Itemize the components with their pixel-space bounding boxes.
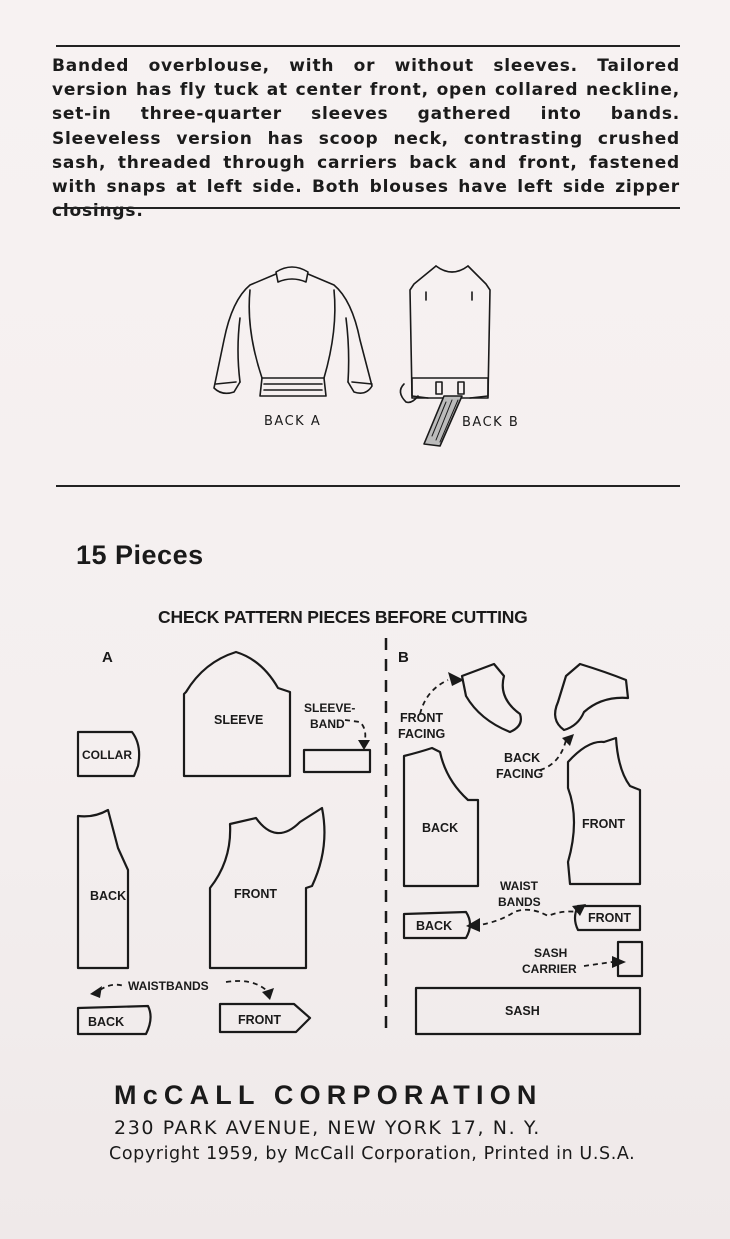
layout-b: B <box>398 649 644 1036</box>
check-instruction: CHECK PATTERN PIECES BEFORE CUTTING <box>158 607 528 627</box>
back-a-piece <box>76 808 130 970</box>
back-a-piece-label: BACK <box>90 889 126 903</box>
back-a-label: BACK A <box>264 414 321 429</box>
layout-b-label: B <box>398 649 409 666</box>
garment-description: Banded overblouse, with or without sleev… <box>52 56 680 222</box>
corporation-name: McCALL CORPORATION <box>114 1080 543 1110</box>
front-facing-label-line1: FRONT <box>400 711 443 725</box>
sleeveband-label-line2: BAND <box>310 717 345 731</box>
piece-count: 15 Pieces <box>76 540 204 570</box>
waistbands-label: WAISTBANDS <box>128 979 209 993</box>
waistband-front-a-label: FRONT <box>238 1013 281 1027</box>
back-b-label: BACK B <box>462 415 519 430</box>
back-facing-piece <box>553 662 630 732</box>
waistband-front-a-piece <box>218 1002 312 1034</box>
sleeveband-piece <box>302 748 372 774</box>
layout-a-arrowheads <box>90 740 370 1000</box>
illustration-divider <box>56 485 680 487</box>
sleeve-piece <box>182 650 292 778</box>
waistband-back-b-label: BACK <box>416 919 452 933</box>
top-divider <box>56 45 680 47</box>
back-b-piece <box>402 746 480 888</box>
layout-a-fold-arrows <box>99 719 367 991</box>
front-a-piece <box>208 806 326 970</box>
front-facing-label-line2: FACING <box>398 727 445 741</box>
back-b-blouse-drawing <box>399 265 491 404</box>
collar-piece <box>76 730 141 778</box>
corporation-address: 230 PARK AVENUE, NEW YORK 17, N. Y. <box>114 1117 541 1139</box>
sleeveband-label-line1: SLEEVE- <box>304 701 355 715</box>
sash-carrier-piece <box>616 940 644 978</box>
waistband-back-a-label: BACK <box>88 1015 124 1029</box>
back-facing-label-line1: BACK <box>504 751 540 765</box>
sash-piece <box>414 986 642 1036</box>
waistband-back-a-piece <box>76 1004 152 1036</box>
front-facing-piece <box>460 662 522 734</box>
front-b-piece-label: FRONT <box>582 817 625 831</box>
back-facing-label-line2: FACING <box>496 767 543 781</box>
front-a-piece-label: FRONT <box>234 887 277 901</box>
layout-b-arrowheads <box>448 672 626 968</box>
sash-carrier-label-line2: CARRIER <box>522 962 577 976</box>
sash-label: SASH <box>505 1004 540 1018</box>
copyright-notice: Copyright 1959, by McCall Corporation, P… <box>109 1144 636 1164</box>
front-b-piece <box>566 736 642 886</box>
back-b-sash-tail <box>423 395 463 447</box>
layout-b-fold-arrows <box>419 679 613 967</box>
layout-a-label: A <box>102 649 113 666</box>
waist-bands-label-line2: BANDS <box>498 895 541 909</box>
back-b-piece-label: BACK <box>422 821 458 835</box>
waistband-front-b-label: FRONT <box>588 911 631 925</box>
collar-label: COLLAR <box>82 748 132 762</box>
layout-a: A COLLAR SLEEVE SLEEVE- <box>76 649 372 1036</box>
waist-bands-label-line1: WAIST <box>500 879 539 893</box>
sash-carrier-label-line1: SASH <box>534 946 567 960</box>
sleeve-label: SLEEVE <box>214 713 263 727</box>
back-a-blouse-drawing <box>213 266 373 397</box>
description-divider <box>56 207 680 209</box>
